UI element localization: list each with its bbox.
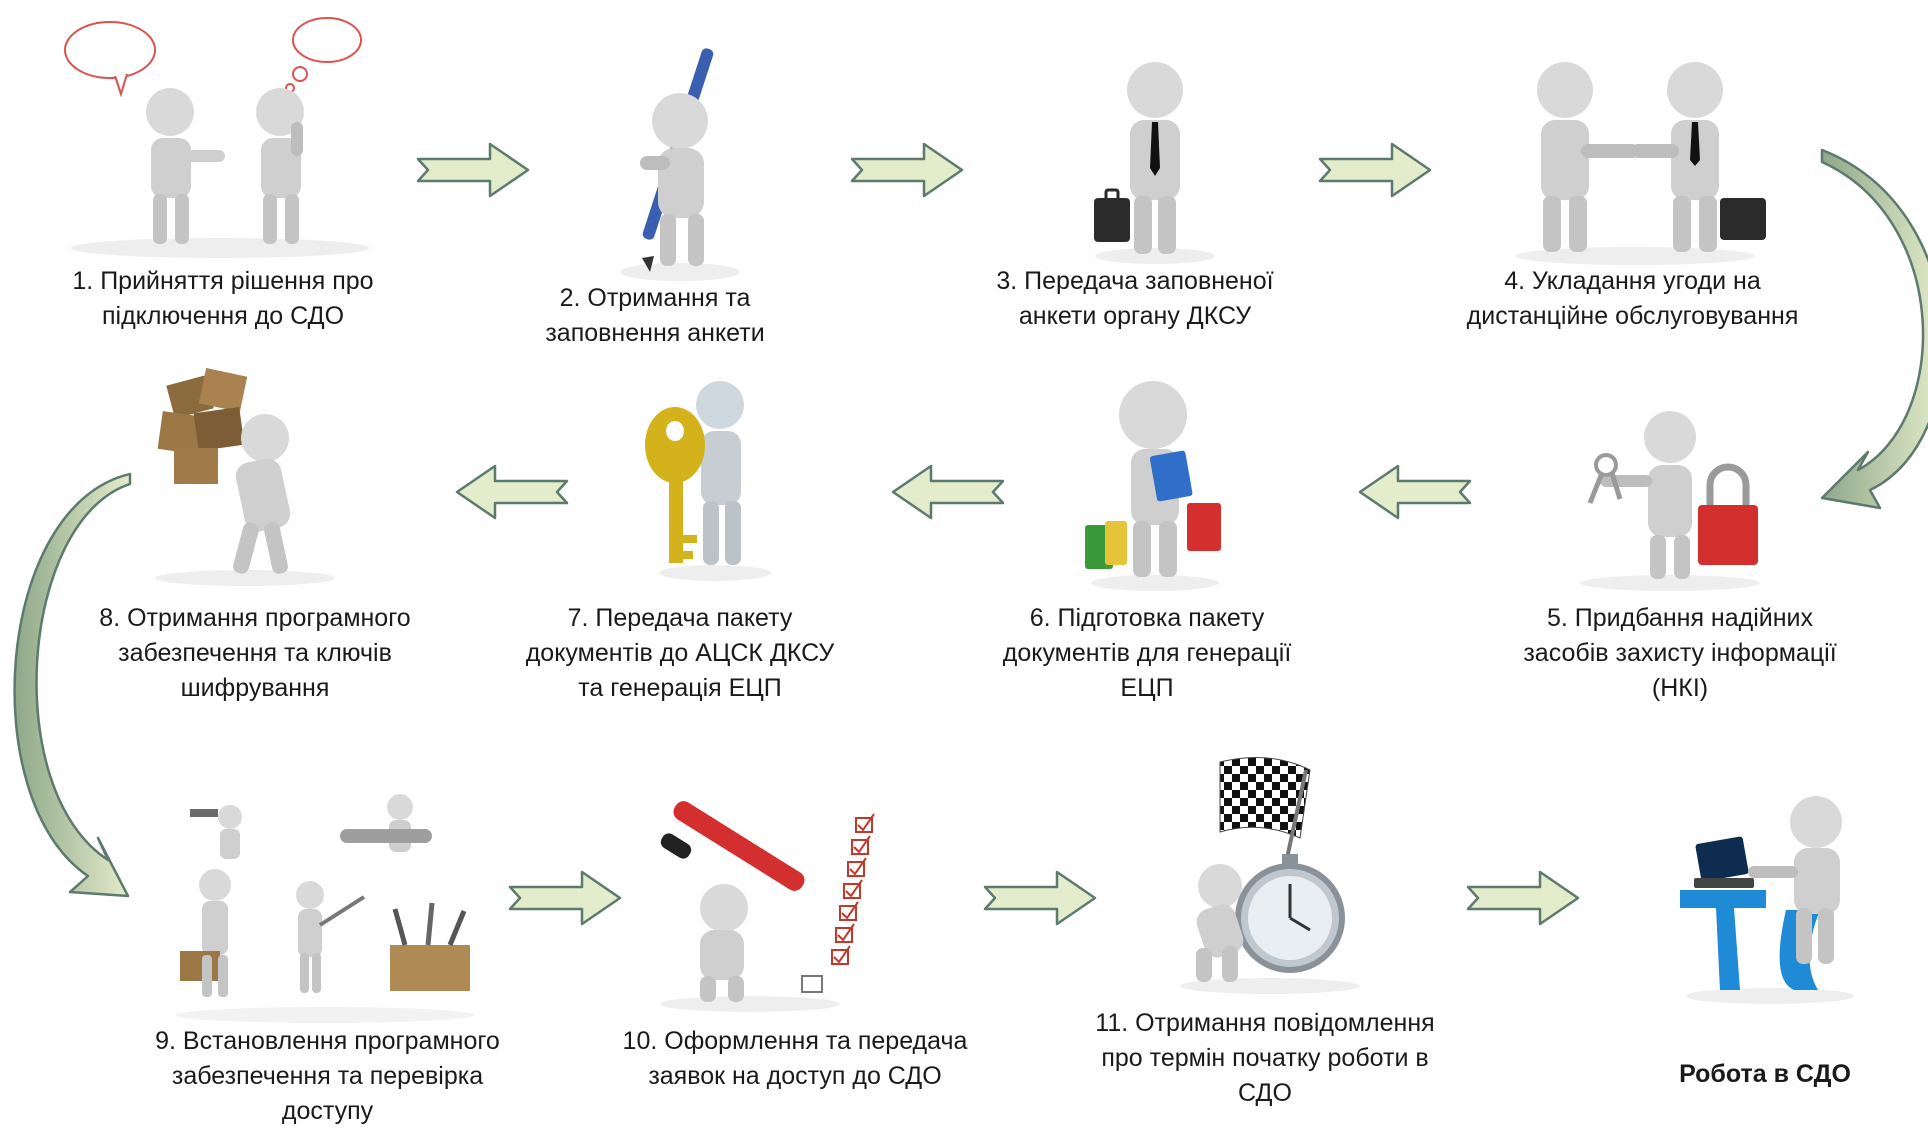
curved-arrow-step8-to-9 — [13, 472, 132, 898]
person-at-laptop-icon — [1680, 796, 1854, 1004]
person-with-key-icon — [645, 381, 771, 581]
arrow-step3-to-4 — [1318, 142, 1432, 198]
step-2-label: 2. Отримання та заповнення анкети — [545, 284, 765, 347]
step-8-label: 8. Отримання програмного забезпечення та… — [99, 604, 411, 702]
arrow-step2-to-3 — [850, 142, 964, 198]
person-with-bags-icon — [1085, 381, 1221, 591]
step-3-label: 3. Передача заповненої анкети органу ДКС… — [996, 267, 1274, 330]
person-with-checklist-icon — [660, 801, 875, 1012]
step-7-label: 7. Передача пакету документів до АЦСК ДК… — [525, 604, 835, 702]
arrow-step10-to-11 — [983, 870, 1097, 926]
step-12-label: Робота в СДО — [1679, 1060, 1851, 1088]
people-with-tools-icon — [175, 794, 475, 1023]
person-carrying-boxes-icon — [155, 368, 335, 586]
step-4-label: 4. Укладання угоди на дистанційне обслуг… — [1466, 267, 1799, 330]
stopwatch-flag-icon — [1180, 757, 1360, 994]
step-11-label: 11. Отримання повідомлення про термін по… — [1095, 1009, 1435, 1107]
step-5-label: 5. Придбання надійних засобів захисту ін… — [1523, 604, 1837, 702]
businessman-briefcase-icon — [1094, 62, 1215, 264]
person-with-pen-icon — [620, 48, 740, 281]
curved-arrow-step4-to-5 — [1820, 148, 1928, 510]
arrow-step11-to-12 — [1466, 870, 1580, 926]
arrow-step7-to-8 — [455, 464, 569, 520]
step-9-label: 9. Встановлення програмного забезпечення… — [155, 1027, 500, 1125]
arrow-step1-to-2 — [416, 142, 530, 198]
step-10-label: 10. Оформлення та передача заявок на дос… — [622, 1027, 968, 1090]
keys-padlock-icon — [1580, 411, 1760, 591]
two-people-thinking-icon — [64, 17, 370, 258]
arrow-step9-to-10 — [508, 870, 622, 926]
arrow-step6-to-7 — [891, 464, 1005, 520]
step-1-label: 1. Прийняття рішення про підключення до … — [72, 267, 374, 330]
step-6-label: 6. Підготовка пакету документів для гене… — [1002, 604, 1292, 702]
handshake-icon — [1515, 62, 1766, 265]
arrow-step5-to-6 — [1358, 464, 1472, 520]
